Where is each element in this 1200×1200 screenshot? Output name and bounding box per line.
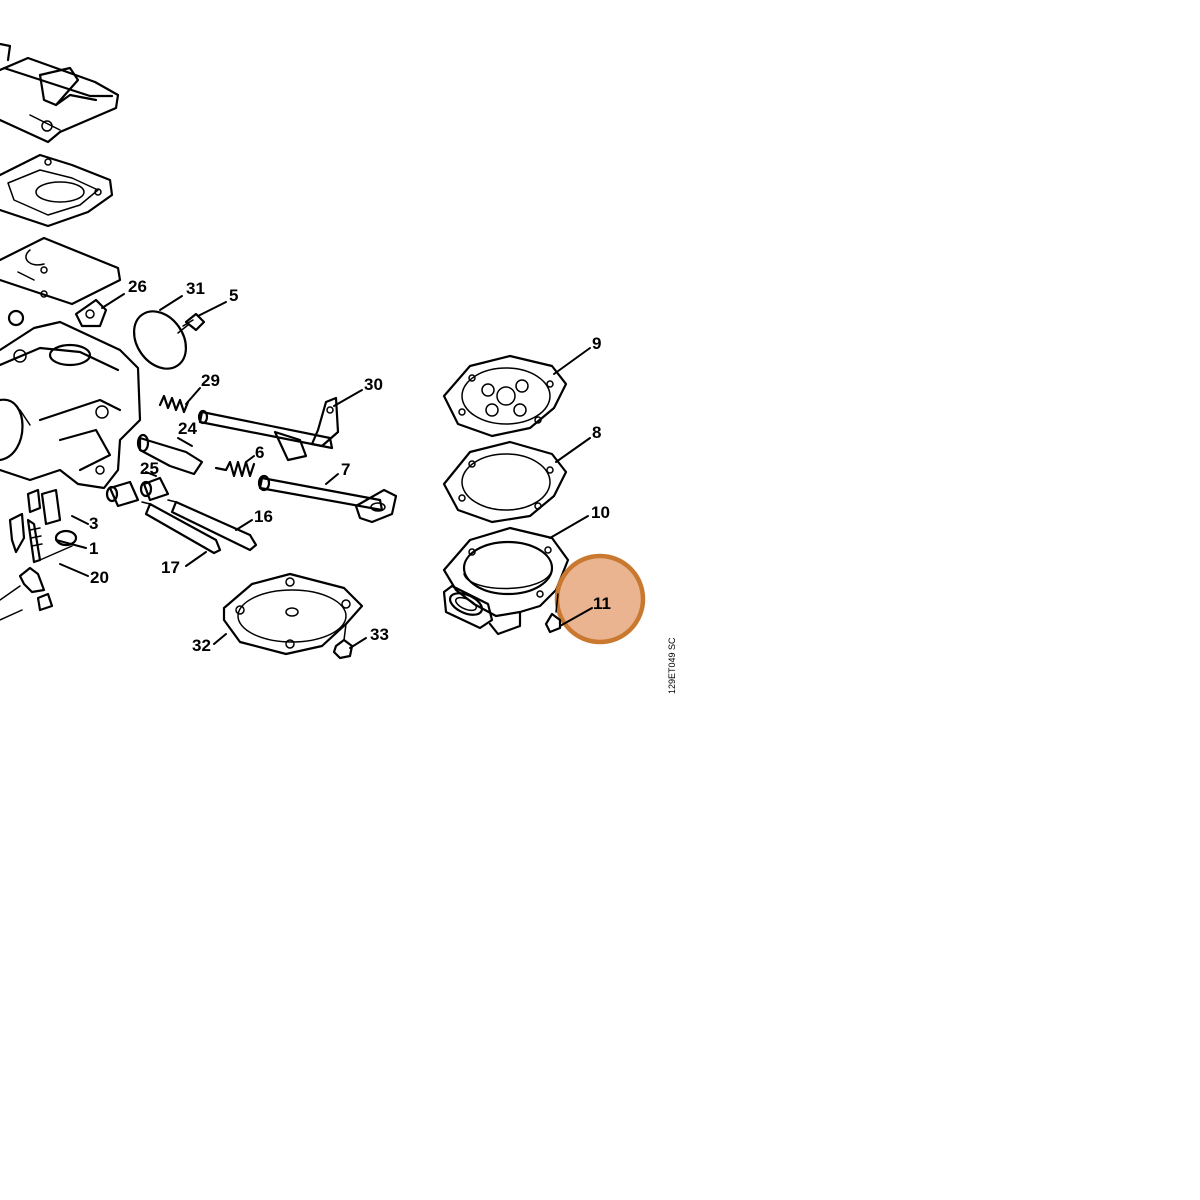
callout-33[interactable]: 33 — [370, 625, 389, 644]
leader-lines — [55, 293, 593, 649]
part-3-and-1-small-parts — [8, 488, 78, 564]
callout-17[interactable]: 17 — [161, 558, 180, 577]
callout-24[interactable]: 24 — [178, 419, 197, 438]
callout-16[interactable]: 16 — [254, 507, 273, 526]
part-20-lever — [0, 566, 54, 621]
callout-31[interactable]: 31 — [186, 279, 205, 298]
callout-6[interactable]: 6 — [255, 443, 264, 462]
callout-20[interactable]: 20 — [90, 568, 109, 587]
part-9-diaphragm — [442, 354, 568, 438]
callout-25[interactable]: 25 — [140, 459, 159, 478]
callout-26[interactable]: 26 — [128, 277, 147, 296]
part-7-choke-shaft — [257, 474, 398, 524]
part-11-screw — [544, 593, 562, 634]
drawing-code: 129ET049 SC — [667, 637, 677, 694]
callout-5[interactable]: 5 — [229, 286, 238, 305]
part-31-disc — [132, 310, 194, 370]
part-6-spring — [214, 460, 256, 478]
metering-diaphragm-part — [0, 236, 122, 306]
callout-29[interactable]: 29 — [201, 371, 220, 390]
part-10-adapter-flange — [442, 526, 570, 636]
callout-3[interactable]: 3 — [89, 514, 98, 533]
carburetor-body-part — [0, 298, 142, 490]
part-8-gasket — [442, 440, 568, 524]
callout-8[interactable]: 8 — [592, 423, 601, 442]
part-17-needle — [141, 501, 222, 555]
callout-9[interactable]: 9 — [592, 334, 601, 353]
callout-30[interactable]: 30 — [364, 375, 383, 394]
callout-32[interactable]: 32 — [192, 636, 211, 655]
carburetor-cover-part — [0, 42, 120, 144]
part-5-screw — [177, 312, 206, 334]
callout-11[interactable]: 11 — [593, 594, 611, 613]
callout-7[interactable]: 7 — [341, 460, 350, 479]
callout-labels: 26 31 5 29 30 24 6 7 25 16 3 1 20 17 32 … — [89, 277, 611, 655]
part-25-bushings — [105, 476, 170, 508]
gasket-part — [0, 153, 114, 228]
part-29-spring — [158, 394, 190, 414]
part-30-throttle-shaft — [197, 396, 340, 462]
callout-10[interactable]: 10 — [591, 503, 610, 522]
part-24-pin — [136, 433, 204, 476]
callout-1[interactable]: 1 — [89, 539, 98, 558]
part-33-screw — [332, 623, 354, 660]
